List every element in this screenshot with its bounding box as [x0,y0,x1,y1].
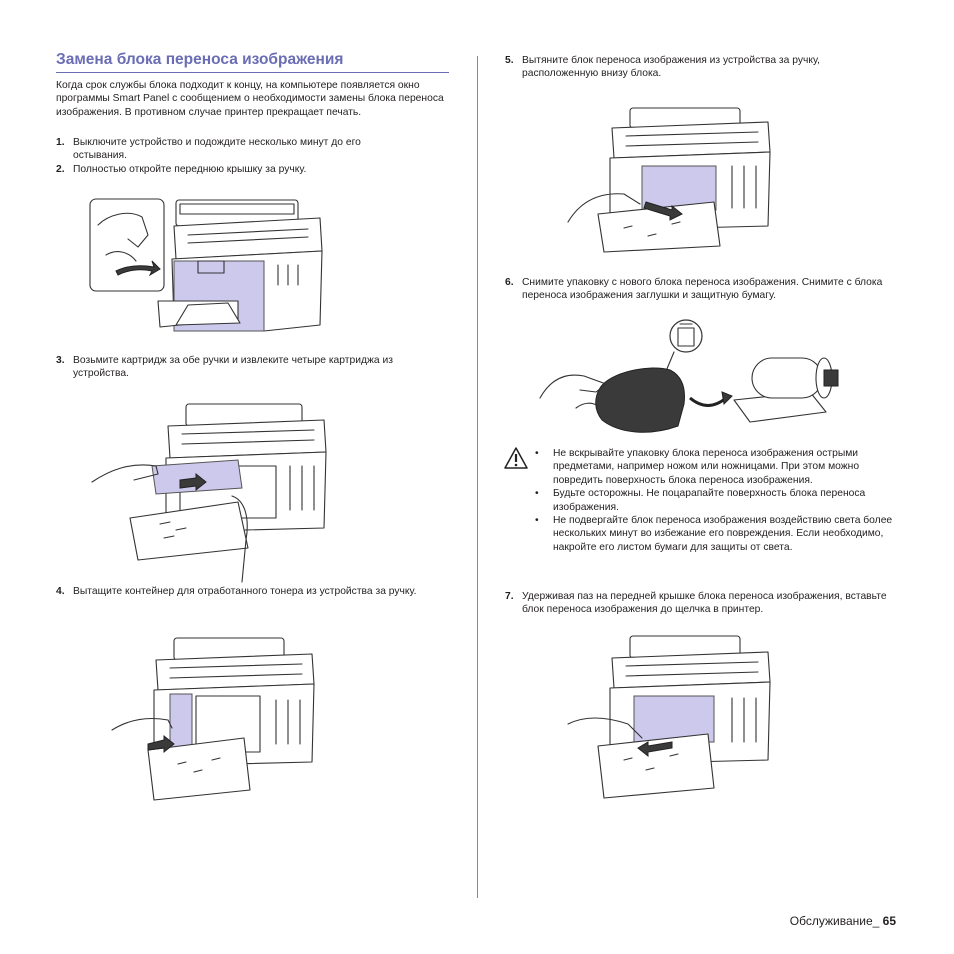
step-number: 1. [56,137,65,148]
step-number: 5. [505,55,514,66]
step-text: Выключите устройство и подождите несколь… [73,137,361,162]
step-6: 6. Снимите упаковку с нового блока перен… [505,276,895,303]
step-text: Возьмите картридж за обе ручки и извлеки… [73,355,393,380]
step-text: Снимите упаковку с нового блока переноса… [522,277,883,302]
step-2: 2. Полностью откройте переднюю крышку за… [56,163,450,176]
step-number: 2. [56,164,65,175]
step-3: 3. Возьмите картридж за обе ручки и извл… [56,354,450,381]
illustration-insert-transfer-belt [567,635,771,799]
illustration-pull-transfer-belt [567,107,771,253]
title-underline [56,72,449,73]
step-5: 5. Вытяните блок переноса изображения из… [505,54,895,81]
illustration-unpack-transfer-belt [539,319,839,433]
column-divider [477,56,478,898]
step-text: Вытяните блок переноса изображения из ус… [522,55,820,80]
step-4: 4. Вытащите контейнер для отработанного … [56,585,426,598]
illustration-remove-waste-toner [111,637,315,801]
caution-item: Будьте осторожны. Не поцарапайте поверхн… [535,487,895,514]
step-text: Удерживая паз на передней крышке блока п… [522,591,887,616]
step-number: 3. [56,355,65,366]
step-1: 1. Выключите устройство и подождите неск… [56,136,386,163]
caution-item: Не подвергайте блок переноса изображения… [535,514,895,554]
page-number: 65 [882,914,896,928]
step-number: 7. [505,591,514,602]
illustration-remove-cartridges [91,403,327,583]
step-number: 6. [505,277,514,288]
page-footer: Обслуживание_ 65 [790,914,896,928]
step-text: Полностью откройте переднюю крышку за ру… [73,164,307,175]
page-title: Замена блока переноса изображения [56,51,344,68]
intro-paragraph: Когда срок службы блока подходит к концу… [56,80,444,118]
caution-list: Не вскрывайте упаковку блока переноса из… [535,447,895,554]
footer-section: Обслуживание_ [789,914,880,928]
caution-item: Не вскрывайте упаковку блока переноса из… [535,447,895,487]
warning-triangle-icon [504,447,528,469]
step-text: Вытащите контейнер для отработанного тон… [73,586,417,597]
step-7: 7. Удерживая паз на передней крышке блок… [505,590,895,617]
illustration-open-front-cover [89,198,323,332]
step-number: 4. [56,586,65,597]
